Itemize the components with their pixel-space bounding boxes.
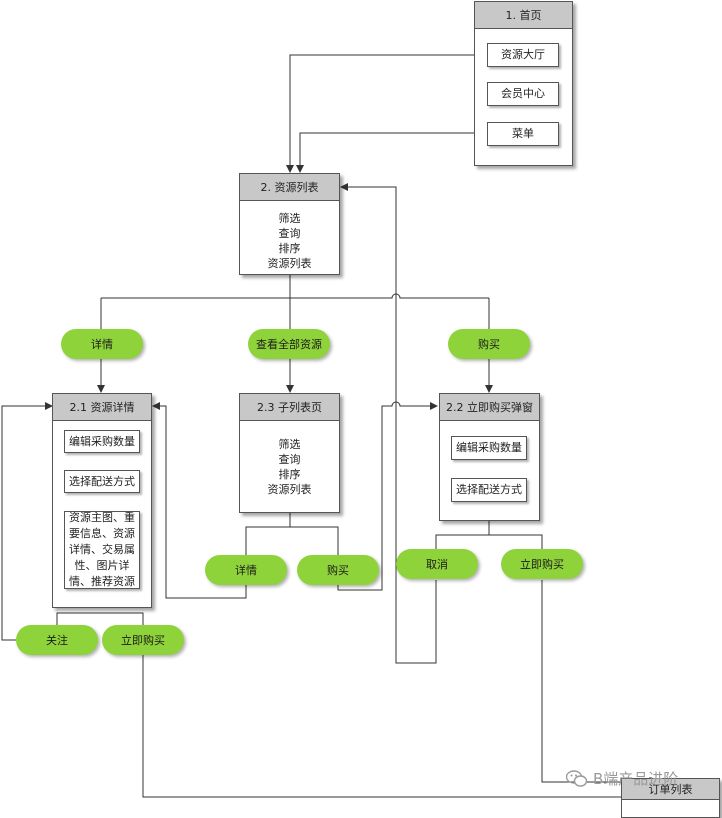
resource-list-line: 查询: [278, 227, 301, 240]
sub-list-body: 筛选 查询 排序 资源列表: [240, 421, 339, 497]
resource-list-line: 筛选: [278, 212, 301, 225]
popup-edit-quantity-box[interactable]: 编辑采购数量: [451, 436, 527, 460]
home-title: 1. 首页: [475, 2, 572, 29]
order-list-title: 订单列表: [622, 779, 719, 800]
sub-detail-pill[interactable]: 详情: [205, 555, 287, 585]
line-popup-buynow-to-order: [541, 580, 621, 783]
home-item-resource-hall[interactable]: 资源大厅: [487, 43, 559, 67]
buy-popup-title: 2.2 立即购买弹窗: [440, 394, 539, 421]
resource-info-line: 详情、交易属: [69, 543, 135, 556]
line-detail-bottom: [56, 612, 144, 625]
home-item-member-center[interactable]: 会员中心: [487, 82, 559, 106]
sub-list-line: 资源列表: [267, 483, 312, 496]
line-sub-buy-to-popup: [337, 401, 438, 591]
line-popup-bottom: [435, 520, 490, 550]
buy-pill[interactable]: 购买: [448, 329, 530, 359]
line-sub-bottom: [245, 512, 291, 556]
popup-delivery-method-box[interactable]: 选择配送方式: [451, 478, 527, 502]
edit-quantity-box[interactable]: 编辑采购数量: [64, 430, 140, 453]
line-hall-to-list: [286, 54, 487, 173]
sub-buy-pill[interactable]: 购买: [297, 555, 379, 585]
resource-list-title: 2. 资源列表: [240, 174, 339, 201]
line-sub-detail-loop: [152, 402, 247, 599]
resource-info-box: 资源主图、重 要信息、资源 详情、交易属 性、图片详 情、推荐资源: [64, 511, 140, 589]
line-popup-bottom-right: [489, 534, 543, 550]
line-cancel-loop: [340, 183, 437, 664]
wechat-icon: [566, 769, 588, 787]
resource-list-line: 资源列表: [267, 257, 312, 270]
sub-list-title: 2.3 子列表页: [240, 394, 339, 421]
detail-buy-now-pill[interactable]: 立即购买: [102, 625, 184, 655]
delivery-method-box[interactable]: 选择配送方式: [64, 470, 140, 493]
resource-detail-title: 2.1 资源详情: [53, 394, 151, 421]
order-list-panel: 订单列表: [621, 778, 720, 818]
watermark: B端产品进阶: [566, 768, 678, 789]
follow-pill[interactable]: 关注: [16, 625, 98, 655]
resource-list-line: 排序: [278, 242, 301, 255]
sub-list-panel: 2.3 子列表页 筛选 查询 排序 资源列表: [239, 393, 340, 513]
popup-buy-now-pill[interactable]: 立即购买: [501, 549, 583, 579]
sub-list-line: 排序: [278, 468, 301, 481]
view-all-resources-pill[interactable]: 查看全部资源: [248, 329, 330, 359]
watermark-text: B端产品进阶: [593, 770, 679, 788]
resource-list-panel: 2. 资源列表 筛选 查询 排序 资源列表: [239, 173, 340, 275]
resource-info-line: 情、推荐资源: [69, 575, 135, 588]
home-item-menu[interactable]: 菜单: [487, 122, 559, 146]
line-detail-buynow-to-order: [142, 655, 621, 798]
resource-info-line: 要信息、资源: [69, 527, 135, 540]
sub-list-line: 查询: [278, 453, 301, 466]
line-follow-loop: [1, 402, 53, 641]
detail-pill[interactable]: 详情: [61, 329, 143, 359]
resource-info-line: 资源主图、重: [69, 511, 135, 524]
line-sub-bottom-right: [290, 526, 339, 556]
cancel-pill[interactable]: 取消: [396, 549, 478, 579]
resource-list-body: 筛选 查询 排序 资源列表: [240, 201, 339, 271]
resource-info-line: 性、图片详: [74, 559, 130, 572]
line-menu-to-list: [296, 132, 487, 173]
sub-list-line: 筛选: [278, 438, 301, 451]
line-branch: [101, 293, 489, 299]
